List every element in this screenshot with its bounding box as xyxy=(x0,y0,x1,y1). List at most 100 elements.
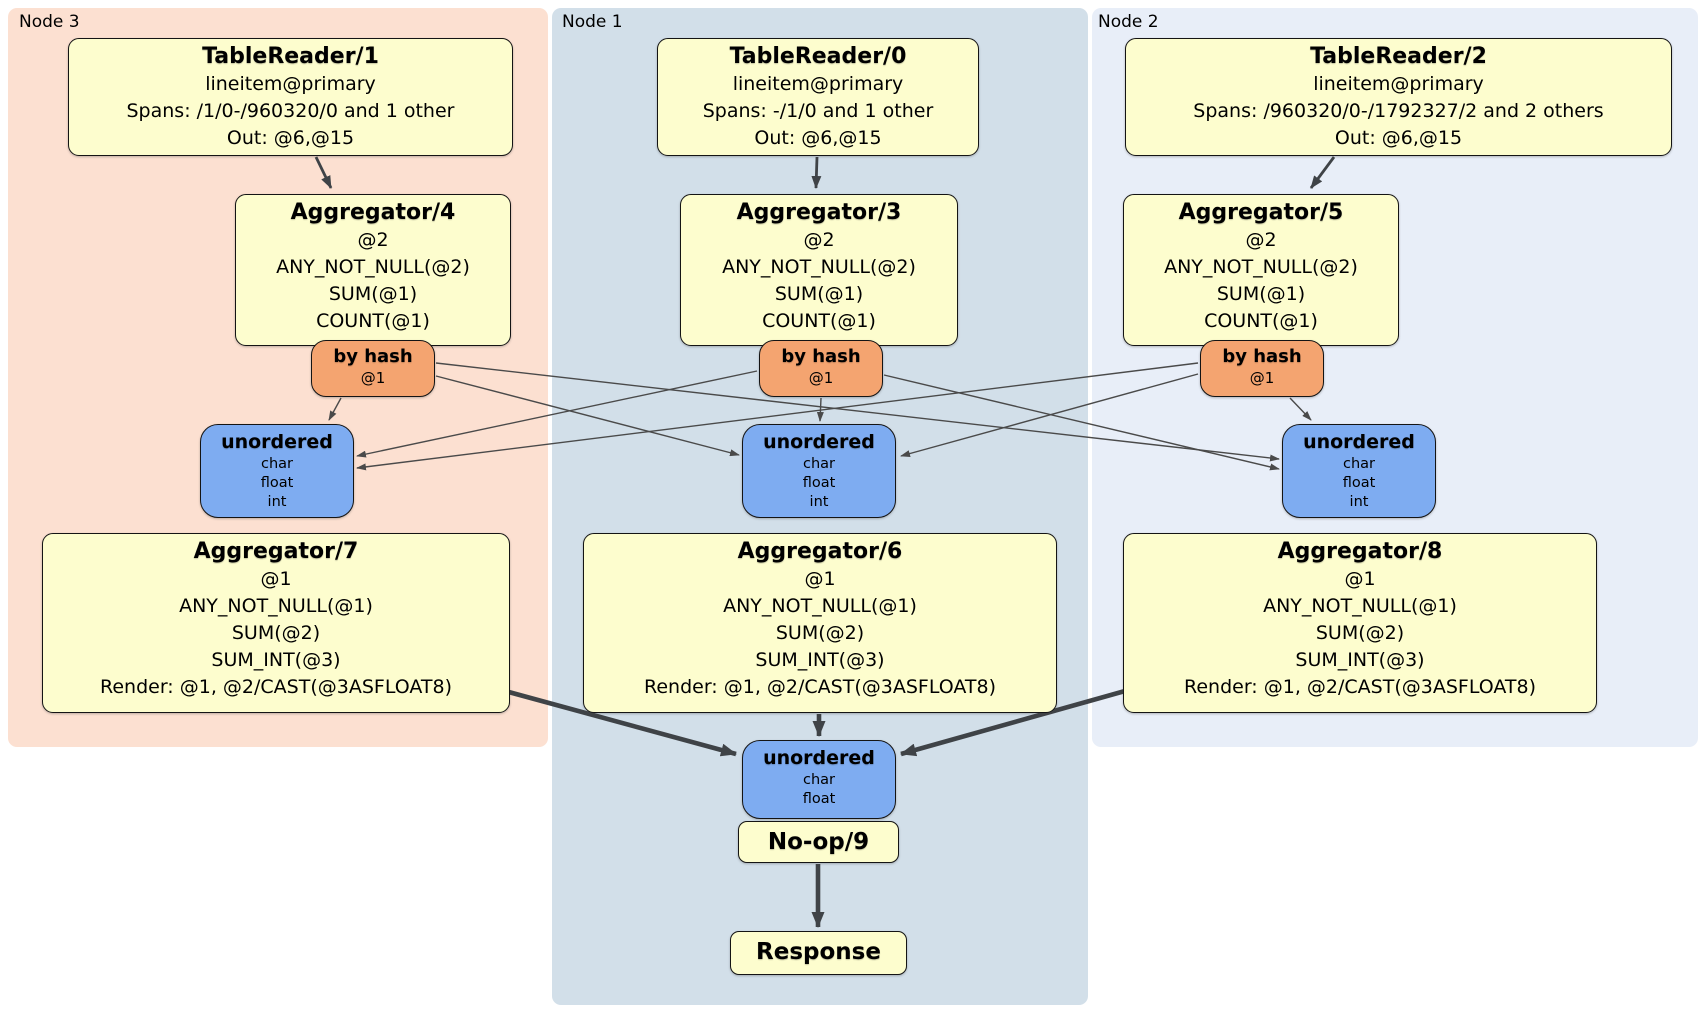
detail-line: float xyxy=(1342,475,1376,491)
detail-line: ANY_NOT_NULL(@2) xyxy=(276,256,470,278)
detail-line: float xyxy=(802,791,836,807)
router-detail-lines: @1 xyxy=(760,368,882,388)
processor-title: Aggregator/7 xyxy=(193,539,359,564)
processor-title: TableReader/1 xyxy=(202,44,379,69)
router-by-hash-node1: by hash @1 xyxy=(759,340,883,397)
edge-byhashL-unorderedR xyxy=(435,362,1280,462)
detail-line: char xyxy=(802,772,835,788)
detail-line: Render: @1, @2/CAST(@3ASFLOAT8) xyxy=(100,676,452,698)
detail-line: char xyxy=(260,456,293,472)
detail-line: ANY_NOT_NULL(@1) xyxy=(179,595,373,617)
detail-line: @1 xyxy=(360,369,386,387)
detail-line: SUM(@2) xyxy=(775,622,865,644)
processor-title: Response xyxy=(756,939,881,965)
edge-tablereader0-aggregator3 xyxy=(811,156,822,189)
processor-title: Aggregator/8 xyxy=(1277,539,1443,564)
processor-title: Aggregator/4 xyxy=(290,200,456,225)
router-by-hash-node3: by hash @1 xyxy=(311,340,435,397)
detail-line: COUNT(@1) xyxy=(762,310,876,332)
detail-line: @2 xyxy=(1245,229,1277,251)
processor-response: Response xyxy=(730,931,907,975)
sync-title: unordered xyxy=(221,431,333,453)
detail-line: ANY_NOT_NULL(@1) xyxy=(1263,595,1457,617)
sync-detail-lines: char float xyxy=(743,771,895,809)
detail-line: Out: @6,@15 xyxy=(1334,127,1463,149)
detail-line: @1 xyxy=(260,568,292,590)
detail-line: SUM_INT(@3) xyxy=(755,649,885,671)
detail-line: SUM(@1) xyxy=(1216,283,1306,305)
detail-line: @2 xyxy=(803,229,835,251)
edge-tablereader2-aggregator5 xyxy=(1309,156,1336,189)
edge-tablereader1-aggregator4 xyxy=(314,156,333,189)
edge-byhashM-unorderedR xyxy=(883,374,1280,471)
detail-line: int xyxy=(267,494,287,510)
detail-line: ANY_NOT_NULL(@2) xyxy=(722,256,916,278)
processor-title: TableReader/2 xyxy=(1310,44,1487,69)
detail-line: SUM_INT(@3) xyxy=(1295,649,1425,671)
processor-title: No-op/9 xyxy=(767,829,870,855)
sync-unordered-node2: unordered char float int xyxy=(1282,424,1436,518)
sync-title: unordered xyxy=(763,431,875,453)
edge-byhashR-unorderedL xyxy=(356,362,1199,471)
detail-line: COUNT(@1) xyxy=(316,310,430,332)
processor-title: Aggregator/5 xyxy=(1178,200,1344,225)
sync-title: unordered xyxy=(1303,431,1415,453)
router-detail-lines: @1 xyxy=(1201,368,1323,388)
detail-line: Spans: -/1/0 and 1 other xyxy=(702,100,934,122)
router-title: by hash xyxy=(781,346,861,367)
detail-line: Spans: /1/0-/960320/0 and 1 other xyxy=(126,100,455,122)
detail-line: COUNT(@1) xyxy=(1204,310,1318,332)
router-by-hash-node2: by hash @1 xyxy=(1200,340,1324,397)
detail-line: SUM_INT(@3) xyxy=(211,649,341,671)
detail-line: float xyxy=(260,475,294,491)
edge-aggregator7-unorderedFinal xyxy=(504,688,737,757)
router-title: by hash xyxy=(1222,346,1302,367)
sync-detail-lines: char float int xyxy=(1283,455,1435,512)
detail-line: Render: @1, @2/CAST(@3ASFLOAT8) xyxy=(1184,676,1536,698)
detail-line: SUM(@2) xyxy=(231,622,321,644)
detail-line: int xyxy=(1349,494,1369,510)
detail-line: @1 xyxy=(1344,568,1376,590)
edge-byhashL-unorderedL xyxy=(328,397,342,421)
edge-byhashM-unorderedL xyxy=(356,370,758,458)
detail-line: SUM(@1) xyxy=(328,283,418,305)
detail-line: @1 xyxy=(1249,369,1275,387)
detail-line: Spans: /960320/0-/1792327/2 and 2 others xyxy=(1193,100,1604,122)
detail-line: ANY_NOT_NULL(@2) xyxy=(1164,256,1358,278)
region-label-node-1: Node 1 xyxy=(562,12,623,32)
router-title: by hash xyxy=(333,346,413,367)
sync-title: unordered xyxy=(763,747,875,769)
region-label-node-2: Node 2 xyxy=(1098,12,1159,32)
detail-line: char xyxy=(1342,456,1375,472)
detail-line: lineitem@primary xyxy=(205,73,376,95)
processor-title: Aggregator/3 xyxy=(736,200,902,225)
detail-line: int xyxy=(809,494,829,510)
detail-line: @2 xyxy=(357,229,389,251)
sync-unordered-final: unordered char float xyxy=(742,740,896,819)
detail-line: @1 xyxy=(808,369,834,387)
sync-detail-lines: char float int xyxy=(201,455,353,512)
detail-line: lineitem@primary xyxy=(1313,73,1484,95)
edge-aggregator8-unorderedFinal xyxy=(900,688,1126,757)
